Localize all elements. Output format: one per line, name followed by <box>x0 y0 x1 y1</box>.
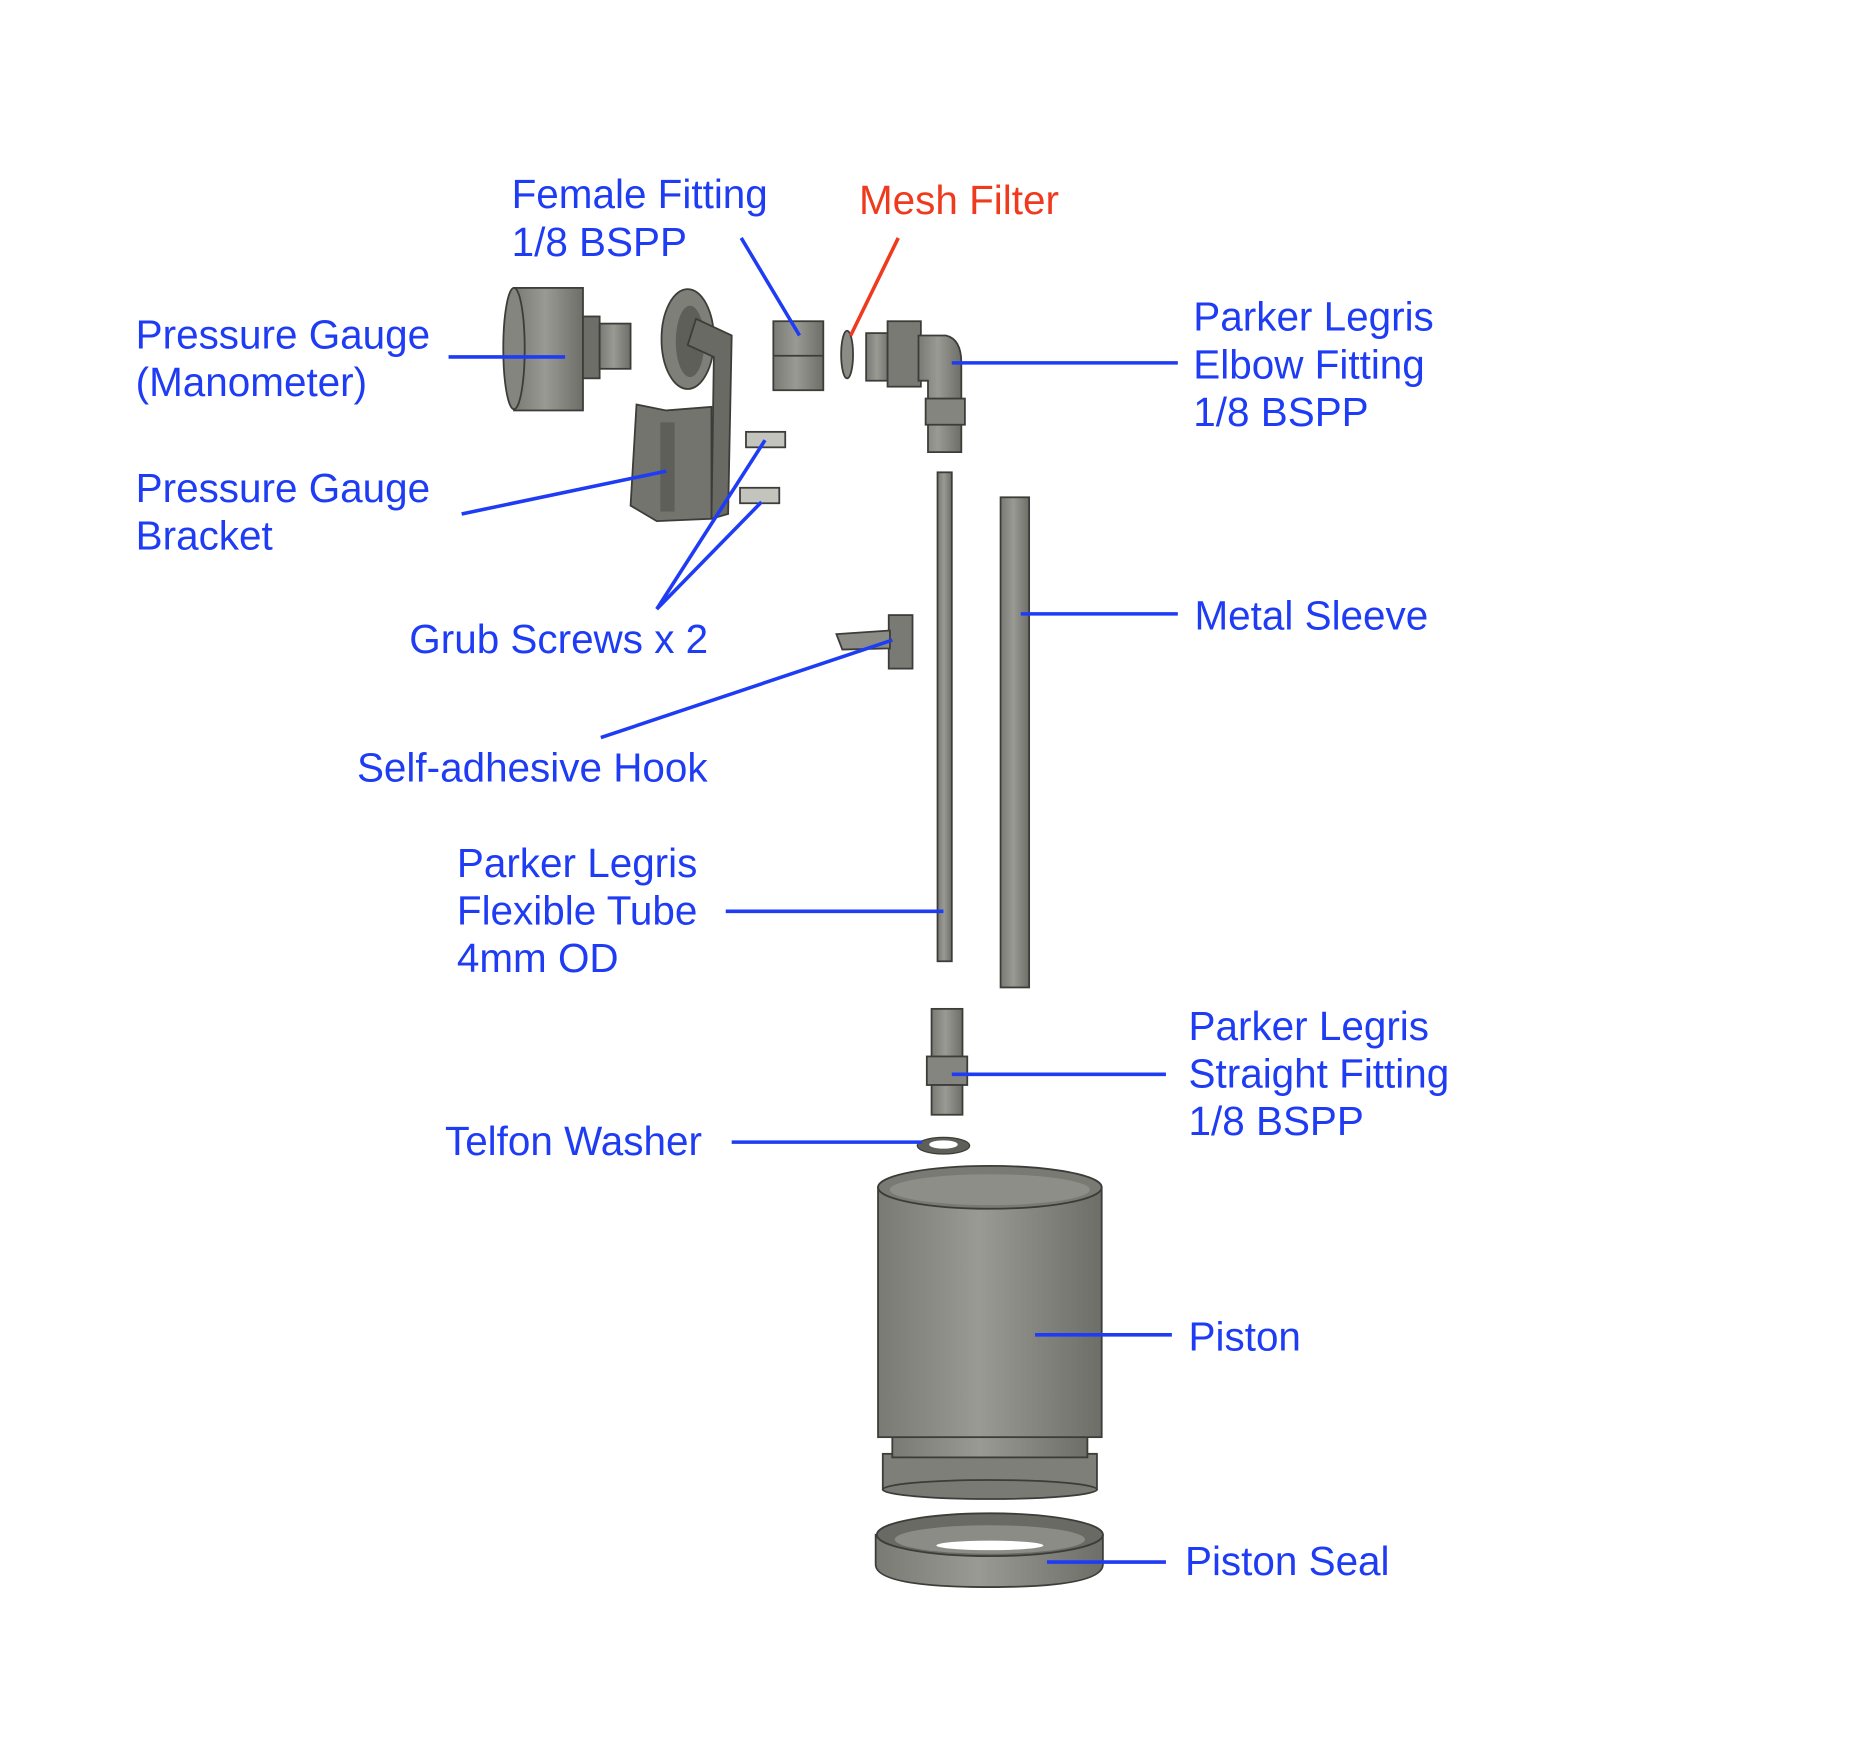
leader-gauge-bracket <box>461 469 667 516</box>
label-piston: Piston <box>1189 1313 1301 1359</box>
leader-female-fitting <box>739 237 802 337</box>
grub-screws-part <box>739 430 787 505</box>
label-hook: Self-adhesive Hook <box>357 745 708 791</box>
leader-grub-screw-2 <box>655 500 763 611</box>
label-female-fitting: Female Fitting 1/8 BSPP <box>512 171 779 265</box>
leader-lines <box>448 237 1178 1564</box>
label-gauge-bracket: Pressure Gauge Bracket <box>136 465 442 559</box>
label-washer: Telfon Washer <box>445 1118 702 1164</box>
label-piston-seal: Piston Seal <box>1185 1538 1390 1584</box>
metal-sleeve-part <box>999 496 1031 989</box>
label-pressure-gauge: Pressure Gauge (Manometer) <box>136 312 442 406</box>
label-elbow-fitting: Parker Legris Elbow Fitting 1/8 BSPP <box>1193 294 1445 435</box>
elbow-fitting-part <box>865 320 966 453</box>
straight-fitting-part <box>925 1007 969 1116</box>
teflon-washer-part <box>916 1136 971 1155</box>
piston-part <box>877 1165 1103 1500</box>
piston-seal-part <box>874 1512 1104 1588</box>
leader-mesh-filter <box>849 237 900 337</box>
pressure-gauge-part <box>502 287 632 412</box>
self-adhesive-hook-part <box>835 614 914 670</box>
leader-grub-screw-1 <box>655 439 767 611</box>
flexible-tube-part <box>936 471 953 963</box>
label-straight-fitting: Parker Legris Straight Fitting 1/8 BSPP <box>1189 1003 1461 1144</box>
label-flexible-tube: Parker Legris Flexible Tube 4mm OD <box>457 840 709 981</box>
label-metal-sleeve: Metal Sleeve <box>1194 592 1428 638</box>
label-grub-screws: Grub Screws x 2 <box>409 616 708 662</box>
mesh-filter-part <box>840 329 854 380</box>
label-mesh-filter: Mesh Filter <box>859 177 1059 223</box>
leader-hook <box>600 638 893 740</box>
pressure-gauge-bracket-part <box>629 288 733 522</box>
